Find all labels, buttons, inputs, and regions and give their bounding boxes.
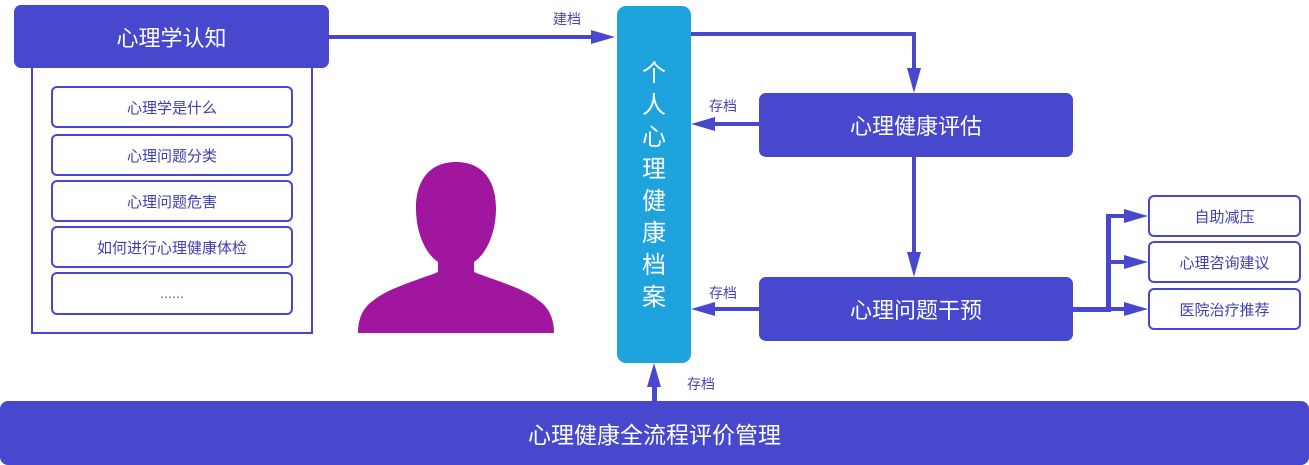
option-self-relief[interactable]: 自助减压 [1148, 195, 1301, 237]
option-counseling[interactable]: 心理咨询建议 [1148, 241, 1301, 283]
cognition-item-label: 心理问题危害 [126, 192, 217, 211]
archive-char: 档 [642, 250, 666, 279]
bottom-bar-title: 心理健康全流程评价管理 [528, 423, 781, 449]
cognition-item-more[interactable]: …… [51, 272, 293, 315]
archive-char: 康 [642, 218, 666, 247]
person-silhouette-icon [358, 162, 554, 333]
personal-archive-box: 个 人 心 理 健 康 档 案 [617, 6, 691, 363]
intervention-box: 心理问题干预 [759, 277, 1073, 341]
archive-char: 人 [642, 90, 666, 119]
archive-char: 案 [642, 282, 666, 311]
cognition-item-problem-types[interactable]: 心理问题分类 [51, 134, 293, 176]
assessment-box: 心理健康评估 [759, 93, 1073, 157]
intervention-title: 心理问题干预 [849, 299, 982, 324]
label-save-intervention: 存档 [709, 286, 737, 302]
option-label: 心理咨询建议 [1179, 253, 1270, 272]
cognition-item-what-is-psychology[interactable]: 心理学是什么 [51, 86, 293, 128]
bottom-management-bar: 心理健康全流程评价管理 [0, 401, 1309, 465]
archive-char: 个 [642, 58, 666, 87]
cognition-header: 心理学认知 [14, 5, 329, 68]
assessment-title: 心理健康评估 [849, 115, 982, 140]
label-save-assessment: 存档 [709, 99, 737, 115]
cognition-item-health-checkup[interactable]: 如何进行心理健康体检 [51, 226, 293, 268]
label-save-bottom: 存档 [687, 377, 715, 393]
cognition-item-label: …… [160, 286, 184, 301]
archive-char: 理 [642, 154, 666, 183]
option-label: 医院治疗推荐 [1179, 300, 1270, 319]
cognition-item-label: 如何进行心理健康体检 [96, 238, 247, 257]
cognition-item-problem-harm[interactable]: 心理问题危害 [51, 180, 293, 222]
archive-char: 心 [642, 122, 666, 151]
archive-char: 健 [642, 186, 666, 215]
label-build-archive: 建档 [553, 12, 581, 28]
option-label: 自助减压 [1194, 207, 1255, 226]
cognition-item-label: 心理学是什么 [126, 98, 217, 117]
cognition-item-label: 心理问题分类 [126, 146, 217, 165]
option-hospital[interactable]: 医院治疗推荐 [1148, 288, 1301, 330]
cognition-title: 心理学认知 [116, 26, 227, 52]
